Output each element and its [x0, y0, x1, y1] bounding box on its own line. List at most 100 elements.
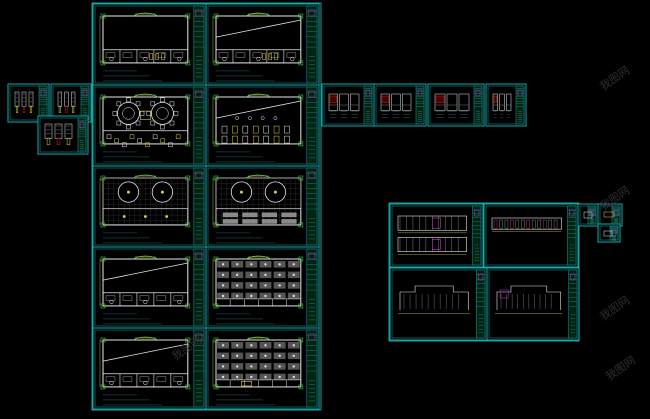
round-table	[117, 101, 140, 125]
logo-mark	[417, 89, 423, 97]
light-fixture	[264, 365, 267, 368]
light-fixture	[236, 273, 239, 277]
desk	[252, 135, 259, 144]
column	[298, 94, 304, 100]
chair	[169, 120, 175, 126]
furniture-item	[137, 138, 142, 144]
elevation-detail	[434, 93, 446, 111]
light-fixture	[264, 354, 267, 358]
desk	[273, 135, 280, 144]
light-fixture	[250, 344, 253, 347]
desk	[263, 125, 269, 134]
tile-panel	[261, 219, 278, 224]
section-profile	[496, 285, 562, 310]
desk	[221, 135, 228, 144]
elevation-detail	[446, 93, 458, 111]
light-fixture	[264, 273, 267, 277]
light-fixture	[278, 284, 281, 287]
column	[213, 337, 219, 343]
light-fixture	[292, 263, 295, 266]
stair-mark	[149, 53, 153, 60]
column	[213, 384, 219, 390]
column	[213, 94, 219, 100]
chair	[126, 124, 131, 130]
column	[100, 303, 106, 309]
logo-mark	[478, 273, 484, 281]
section-element	[521, 219, 525, 229]
furniture-item	[175, 134, 181, 140]
section-sheet	[483, 203, 579, 268]
chair	[173, 111, 179, 116]
furniture-item	[145, 142, 150, 148]
section-sheet	[389, 267, 488, 341]
light-fixture	[278, 344, 281, 347]
sheet-border	[486, 267, 580, 341]
entrance-arc	[245, 174, 272, 179]
title-block	[193, 248, 205, 327]
column	[100, 256, 106, 262]
section-element	[537, 219, 541, 229]
light-fixture	[292, 375, 295, 379]
room-fixture	[156, 52, 167, 58]
section-profile	[399, 285, 469, 310]
light-fixture	[236, 284, 239, 287]
elevation-set-border	[388, 202, 580, 342]
light-fixture	[278, 263, 281, 266]
light-fixture	[250, 365, 253, 368]
logo-mark	[308, 90, 316, 98]
detail-callout	[65, 105, 68, 113]
light-fixture	[250, 263, 253, 266]
column	[185, 60, 191, 66]
section-element	[504, 219, 509, 229]
light-fixture	[278, 294, 281, 298]
fixture-symbol	[109, 56, 114, 62]
center-mark	[273, 190, 277, 194]
light-fixture	[292, 294, 295, 298]
light-fixture	[292, 354, 295, 358]
angled-wall	[102, 262, 188, 281]
sheet-border	[205, 3, 320, 86]
room-fixture	[122, 52, 133, 58]
title-block	[306, 5, 318, 84]
stair-mark	[262, 53, 266, 60]
section-element	[510, 219, 514, 229]
exterior-wall	[102, 258, 189, 307]
logo-mark	[365, 89, 371, 97]
light-fixture	[236, 354, 239, 358]
fixture-symbol	[143, 56, 148, 62]
sheet-border	[205, 84, 320, 167]
detail-strip-sheet	[373, 83, 427, 127]
light-fixture	[292, 284, 295, 287]
desk	[221, 125, 228, 134]
light-fixture	[292, 344, 295, 347]
tile-panel	[222, 219, 239, 224]
fixture-symbol	[143, 299, 148, 305]
light-fixture	[278, 365, 281, 368]
column	[298, 256, 304, 262]
column	[298, 141, 304, 147]
entrance-arc	[245, 336, 272, 341]
detail-strip-sheet	[321, 83, 375, 127]
logo-mark	[308, 9, 316, 17]
light-fixture	[221, 365, 225, 368]
chair	[146, 111, 152, 116]
entrance-arc	[132, 93, 159, 98]
logo-mark	[570, 273, 576, 281]
title-block	[193, 5, 205, 84]
title-block	[77, 117, 87, 153]
desk	[242, 125, 249, 134]
tile-panel	[281, 212, 297, 218]
title-block	[193, 167, 205, 246]
sheet-border	[92, 327, 207, 410]
title-block	[38, 85, 48, 121]
furniture-item	[160, 138, 166, 144]
mini-detail	[603, 230, 613, 237]
sheet-border	[92, 3, 207, 86]
fixture-symbol	[177, 380, 182, 386]
angled-wall	[102, 343, 188, 362]
detail-callout	[72, 105, 75, 113]
column	[185, 337, 191, 343]
detail-strip-sheet	[427, 83, 485, 127]
logo-mark	[474, 209, 480, 217]
elevation-sheet	[389, 203, 484, 268]
